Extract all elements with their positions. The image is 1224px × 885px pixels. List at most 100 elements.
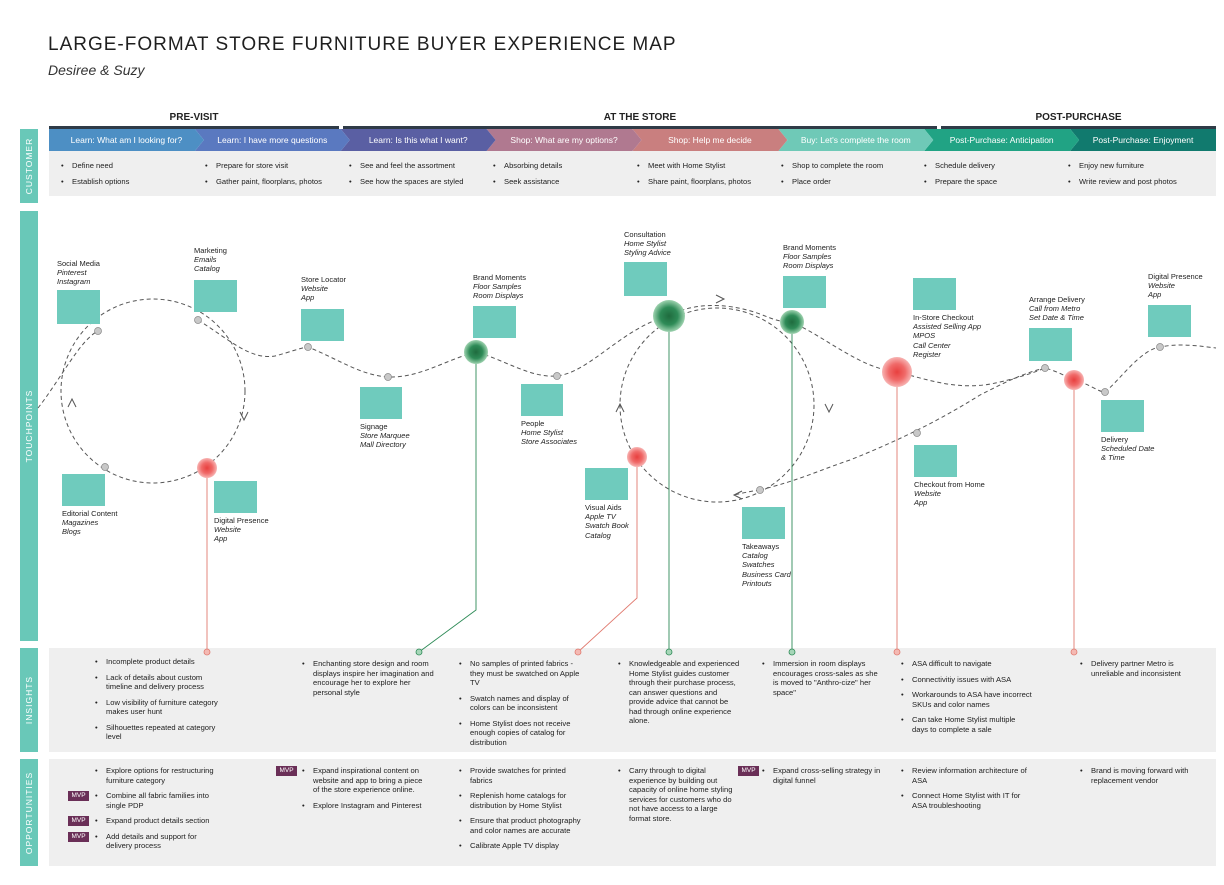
list-item: Replenish home catalogs for distribution… [456,791,581,810]
list-item: Enchanting store design and room display… [299,659,434,697]
arrow-icon [615,402,625,413]
list-item: Connectivitiy issues with ASA [898,675,1033,685]
touchpoint-box [783,276,826,308]
insights-column: Immersion in room displays encourages cr… [759,659,879,703]
list-item: Place order [778,177,918,187]
stage-label: Learn: Is this what I want? [368,135,468,145]
list-item: Review information architecture of ASA [898,766,1033,785]
touchpoint-box [62,474,105,506]
customer-column: Schedule deliveryPrepare the space [921,161,1061,192]
list-item: Meet with Home Stylist [634,161,774,171]
journey-dot [756,486,764,494]
opportunities-column: Expand cross-selling strategy in digital… [759,766,894,791]
list-item: Home Stylist does not receive enough cop… [456,719,581,748]
list-item: Calibrate Apple TV display [456,841,581,851]
touchpoint-box [473,306,516,338]
list-item: No samples of printed fabrics - they mus… [456,659,581,688]
touchpoint-box [913,278,956,310]
phase-label-at-the-store: AT THE STORE [603,112,677,123]
stage-chevron: Post-Purchase: Enjoyment [1070,129,1216,151]
arrow-icon [824,403,834,414]
list-item: Enjoy new furniture [1065,161,1205,171]
touchpoint-box [214,481,257,513]
touchpoint-box [914,445,957,477]
highlight-marker [464,340,488,364]
row-label-insights: INSIGHTS [20,648,38,752]
connector-end-dot [893,648,901,656]
touchpoint-box [585,468,628,500]
list-item: Shop to complete the room [778,161,918,171]
list-item: Knowledgeable and experienced Home Styli… [615,659,740,726]
pain-point-marker [627,447,647,467]
journey-dot [384,373,392,381]
list-item: Explore options for restructuring furnit… [92,766,222,785]
arrow-icon [239,411,249,422]
arrow-icon [67,397,77,408]
phase-divider [49,126,339,129]
touchpoint-box [57,290,100,324]
list-item: ASA difficult to navigate [898,659,1033,669]
list-item: Gather paint, floorplans, photos [202,177,342,187]
mvp-badge: MVP [276,766,297,776]
connector-line [577,457,638,653]
stage-chevron: Buy: Let's complete the room [778,129,933,151]
arrow-icon [732,490,743,500]
customer-column: Define needEstablish options [58,161,198,192]
list-item: Swatch names and display of colors can b… [456,694,581,713]
page-title: LARGE-FORMAT STORE FURNITURE BUYER EXPER… [48,34,677,55]
opportunities-column: Brand is moving forward with replacement… [1077,766,1202,791]
customer-band [49,151,1216,196]
row-label-customer: CUSTOMER [20,129,38,203]
journey-dot [194,316,202,324]
mvp-badge: MVP [68,791,89,801]
row-label-opportunities: OPPORTUNITIES [20,759,38,866]
pain-point-marker [882,357,912,387]
insights-column: No samples of printed fabrics - they mus… [456,659,581,753]
list-item: Schedule delivery [921,161,1061,171]
journey-path [759,367,1046,491]
connector-line [418,352,477,653]
list-item: Expand cross-selling strategy in digital… [759,766,894,785]
insights-column: Enchanting store design and room display… [299,659,434,703]
opportunities-column: Explore options for restructuring furnit… [92,766,222,857]
connector-end-dot [1070,648,1078,656]
connector-end-dot [788,648,796,656]
highlight-marker [780,310,804,334]
pain-point-marker [1064,370,1084,390]
journey-dot [1101,388,1109,396]
list-item: Incomplete product details [92,657,222,667]
connector-end-dot [203,648,211,656]
journey-loop [619,307,815,503]
touchpoint-box [1148,305,1191,337]
list-item: Expand product details section [92,816,222,826]
list-item: Prepare for store visit [202,161,342,171]
mvp-badge: MVP [738,766,759,776]
list-item: Connect Home Stylist with IT for ASA tro… [898,791,1033,810]
row-label-touchpoints: TOUCHPOINTS [20,211,38,641]
list-item: Workarounds to ASA have incorrect SKUs a… [898,690,1033,709]
journey-loop [60,298,246,484]
list-item: Silhouettes repeated at category level [92,723,222,742]
pain-point-marker [197,458,217,478]
list-item: Prepare the space [921,177,1061,187]
journey-dot [94,327,102,335]
journey-dot [101,463,109,471]
connector-end-dot [574,648,582,656]
list-item: Delivery partner Metro is unreliable and… [1077,659,1202,678]
opportunities-column: Expand inspirational content on website … [299,766,429,816]
list-item: Seek assistance [490,177,630,187]
touchpoint-box [1101,400,1144,432]
stage-label: Shop: What are my options? [510,135,618,145]
list-item: Write review and post photos [1065,177,1205,187]
list-item: Explore Instagram and Pinterest [299,801,429,811]
mvp-badge: MVP [68,816,89,826]
